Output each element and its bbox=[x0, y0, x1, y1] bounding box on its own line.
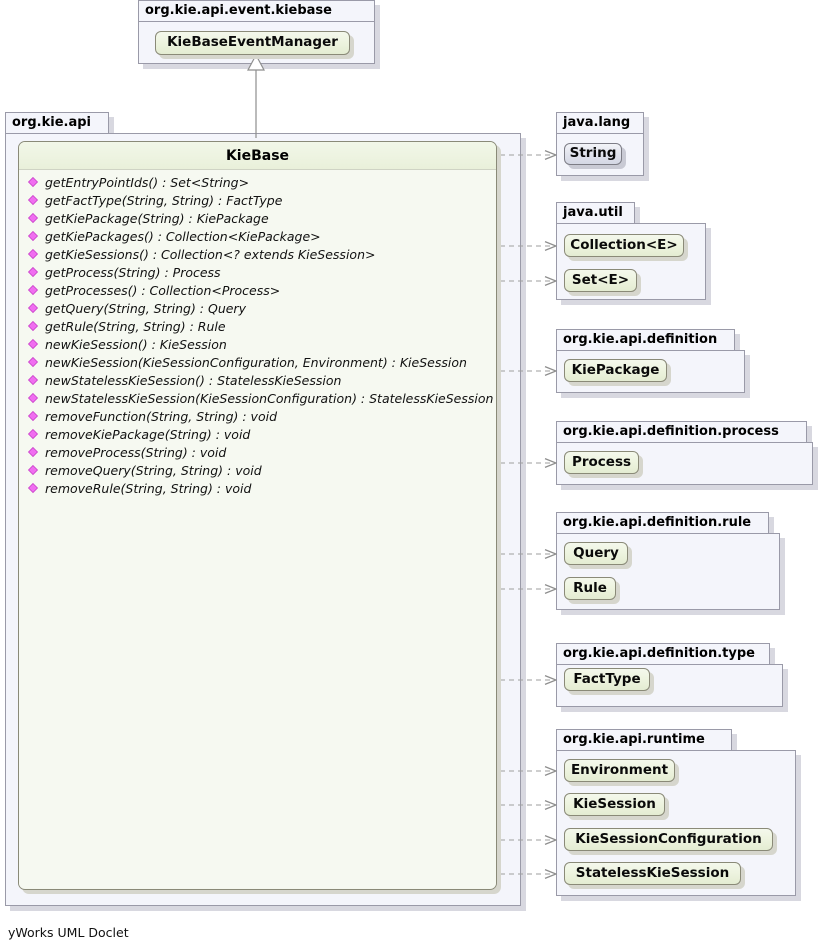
type-statelesskiesession[interactable]: StatelessKieSession bbox=[564, 862, 741, 885]
type-kiesession[interactable]: KieSession bbox=[564, 793, 665, 816]
type-kiesessionconfiguration[interactable]: KieSessionConfiguration bbox=[564, 828, 773, 851]
method-icon bbox=[27, 338, 39, 350]
package-label-org-kie-api-definition-rule: org.kie.api.definition.rule bbox=[556, 512, 769, 533]
class-member[interactable]: removeRule(String, String) : void bbox=[19, 480, 496, 498]
class-member-label: getKieSessions() : Collection<? extends … bbox=[45, 247, 376, 262]
method-icon bbox=[27, 374, 39, 386]
footer-credit: yWorks UML Doclet bbox=[8, 925, 129, 940]
method-icon bbox=[27, 302, 39, 314]
class-member[interactable]: getProcesses() : Collection<Process> bbox=[19, 282, 496, 300]
class-member[interactable]: removeKiePackage(String) : void bbox=[19, 426, 496, 444]
class-node-title: KieBase bbox=[19, 142, 496, 170]
class-member-list: getEntryPointIds() : Set<String> getFactT… bbox=[19, 170, 496, 888]
package-label-org-kie-api-runtime: org.kie.api.runtime bbox=[556, 729, 732, 750]
package-label-org-kie-api: org.kie.api bbox=[5, 112, 109, 133]
class-member-label: newKieSession(KieSessionConfiguration, E… bbox=[45, 355, 467, 370]
type-rule[interactable]: Rule bbox=[564, 577, 616, 600]
method-icon bbox=[27, 176, 39, 188]
class-member[interactable]: removeFunction(String, String) : void bbox=[19, 408, 496, 426]
type-environment[interactable]: Environment bbox=[564, 759, 675, 782]
method-icon bbox=[27, 482, 39, 494]
method-icon bbox=[27, 428, 39, 440]
class-member-label: newKieSession() : KieSession bbox=[45, 337, 227, 352]
class-member-label: removeProcess(String) : void bbox=[45, 445, 227, 460]
method-icon bbox=[27, 356, 39, 368]
method-icon bbox=[27, 248, 39, 260]
class-member[interactable]: getEntryPointIds() : Set<String> bbox=[19, 174, 496, 192]
class-member[interactable]: removeQuery(String, String) : void bbox=[19, 462, 496, 480]
class-node-kiebase[interactable]: KieBase getEntryPointIds() : Set<String>… bbox=[18, 141, 497, 890]
class-member-label: newStatelessKieSession() : StatelessKieS… bbox=[45, 373, 342, 388]
method-icon bbox=[27, 266, 39, 278]
method-icon bbox=[27, 320, 39, 332]
package-label-java-util: java.util bbox=[556, 202, 635, 223]
type-collection[interactable]: Collection<E> bbox=[564, 234, 684, 257]
type-kiebaseeventmanager[interactable]: KieBaseEventManager bbox=[155, 31, 350, 55]
type-query[interactable]: Query bbox=[564, 542, 628, 565]
class-member-label: getKiePackages() : Collection<KiePackage… bbox=[45, 229, 321, 244]
type-set[interactable]: Set<E> bbox=[564, 269, 637, 292]
class-member-label: getQuery(String, String) : Query bbox=[45, 301, 246, 316]
package-label-org-kie-api-event-kiebase: org.kie.api.event.kiebase bbox=[138, 0, 375, 21]
type-process[interactable]: Process bbox=[564, 451, 639, 474]
class-member[interactable]: getProcess(String) : Process bbox=[19, 264, 496, 282]
method-icon bbox=[27, 410, 39, 422]
class-member-label: removeRule(String, String) : void bbox=[45, 481, 252, 496]
package-label-org-kie-api-definition: org.kie.api.definition bbox=[556, 329, 735, 350]
class-member[interactable]: newStatelessKieSession(KieSessionConfigu… bbox=[19, 390, 496, 408]
class-member[interactable]: newKieSession() : KieSession bbox=[19, 336, 496, 354]
type-kiepackage[interactable]: KiePackage bbox=[564, 359, 667, 382]
class-member-label: getProcess(String) : Process bbox=[45, 265, 221, 280]
package-label-java-lang: java.lang bbox=[556, 112, 644, 133]
class-member[interactable]: getKieSessions() : Collection<? extends … bbox=[19, 246, 496, 264]
class-member-label: removeQuery(String, String) : void bbox=[45, 463, 262, 478]
package-label-org-kie-api-definition-process: org.kie.api.definition.process bbox=[556, 421, 807, 442]
class-member-label: getKiePackage(String) : KiePackage bbox=[45, 211, 269, 226]
class-member[interactable]: getRule(String, String) : Rule bbox=[19, 318, 496, 336]
class-member-label: getProcesses() : Collection<Process> bbox=[45, 283, 281, 298]
class-member[interactable]: getFactType(String, String) : FactType bbox=[19, 192, 496, 210]
class-member-label: newStatelessKieSession(KieSessionConfigu… bbox=[45, 391, 494, 406]
method-icon bbox=[27, 464, 39, 476]
method-icon bbox=[27, 230, 39, 242]
method-icon bbox=[27, 392, 39, 404]
class-member-label: getRule(String, String) : Rule bbox=[45, 319, 226, 334]
class-member[interactable]: getKiePackages() : Collection<KiePackage… bbox=[19, 228, 496, 246]
type-facttype[interactable]: FactType bbox=[564, 668, 650, 691]
class-member[interactable]: getKiePackage(String) : KiePackage bbox=[19, 210, 496, 228]
package-label-org-kie-api-definition-type: org.kie.api.definition.type bbox=[556, 643, 770, 664]
method-icon bbox=[27, 194, 39, 206]
class-member-label: removeKiePackage(String) : void bbox=[45, 427, 251, 442]
class-member[interactable]: getQuery(String, String) : Query bbox=[19, 300, 496, 318]
method-icon bbox=[27, 284, 39, 296]
class-member-label: getEntryPointIds() : Set<String> bbox=[45, 175, 250, 190]
type-string[interactable]: String bbox=[564, 143, 622, 165]
class-member-label: removeFunction(String, String) : void bbox=[45, 409, 278, 424]
class-member[interactable]: newKieSession(KieSessionConfiguration, E… bbox=[19, 354, 496, 372]
class-member[interactable]: removeProcess(String) : void bbox=[19, 444, 496, 462]
class-member[interactable]: newStatelessKieSession() : StatelessKieS… bbox=[19, 372, 496, 390]
method-icon bbox=[27, 212, 39, 224]
method-icon bbox=[27, 446, 39, 458]
class-member-label: getFactType(String, String) : FactType bbox=[45, 193, 283, 208]
